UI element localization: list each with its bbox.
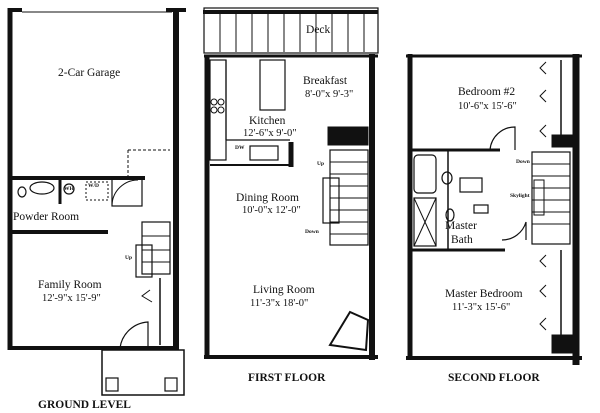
second-floor-caption: SECOND FLOOR [448, 372, 540, 384]
master-bath-label-2: Bath [451, 234, 473, 246]
master-bath-label-1: Master [445, 220, 477, 232]
family-room-label: Family Room [38, 279, 102, 291]
stairs-up-label: Up [125, 255, 133, 261]
dishwasher-label: DW [235, 145, 245, 151]
dining-room-label: Dining Room [236, 192, 299, 204]
breakfast-label: Breakfast [303, 75, 348, 87]
dining-room-size: 10'-0"x 12'-0" [242, 205, 301, 216]
first-floor-walls [203, 7, 379, 360]
first-floor-caption: FIRST FLOOR [248, 372, 326, 384]
bedroom-2-label: Bedroom #2 [458, 86, 516, 98]
stairs-down-label: Down [305, 229, 319, 235]
garage-label: 2-Car Garage [58, 67, 121, 79]
ground-level-caption: GROUND LEVEL [38, 399, 131, 411]
stairs-up-label: Up [317, 161, 325, 167]
water-heater-label: WH [64, 186, 74, 192]
washer-dryer-label: W/D [88, 183, 99, 189]
master-bedroom-size: 11'-3"x 15'-6" [452, 302, 511, 313]
stairs-down-label: Down [516, 159, 530, 165]
deck-label: Deck [306, 24, 331, 36]
kitchen-size: 12'-6"x 9'-0" [243, 128, 297, 139]
family-room-size: 12'-9"x 15'-9" [42, 293, 101, 304]
powder-room-label: Powder Room [13, 211, 80, 223]
ground-level-walls [7, 8, 186, 396]
living-room-label: Living Room [253, 284, 315, 296]
kitchen-label: Kitchen [249, 115, 286, 127]
second-floor-walls [406, 54, 582, 365]
skylight-label: Skylight [510, 193, 530, 199]
master-bedroom-label: Master Bedroom [445, 288, 523, 300]
bedroom-2-size: 10'-6"x 15'-6" [458, 101, 517, 112]
breakfast-size: 8'-0"x 9'-3" [305, 89, 354, 100]
living-room-size: 11'-3"x 18'-0" [250, 298, 309, 309]
